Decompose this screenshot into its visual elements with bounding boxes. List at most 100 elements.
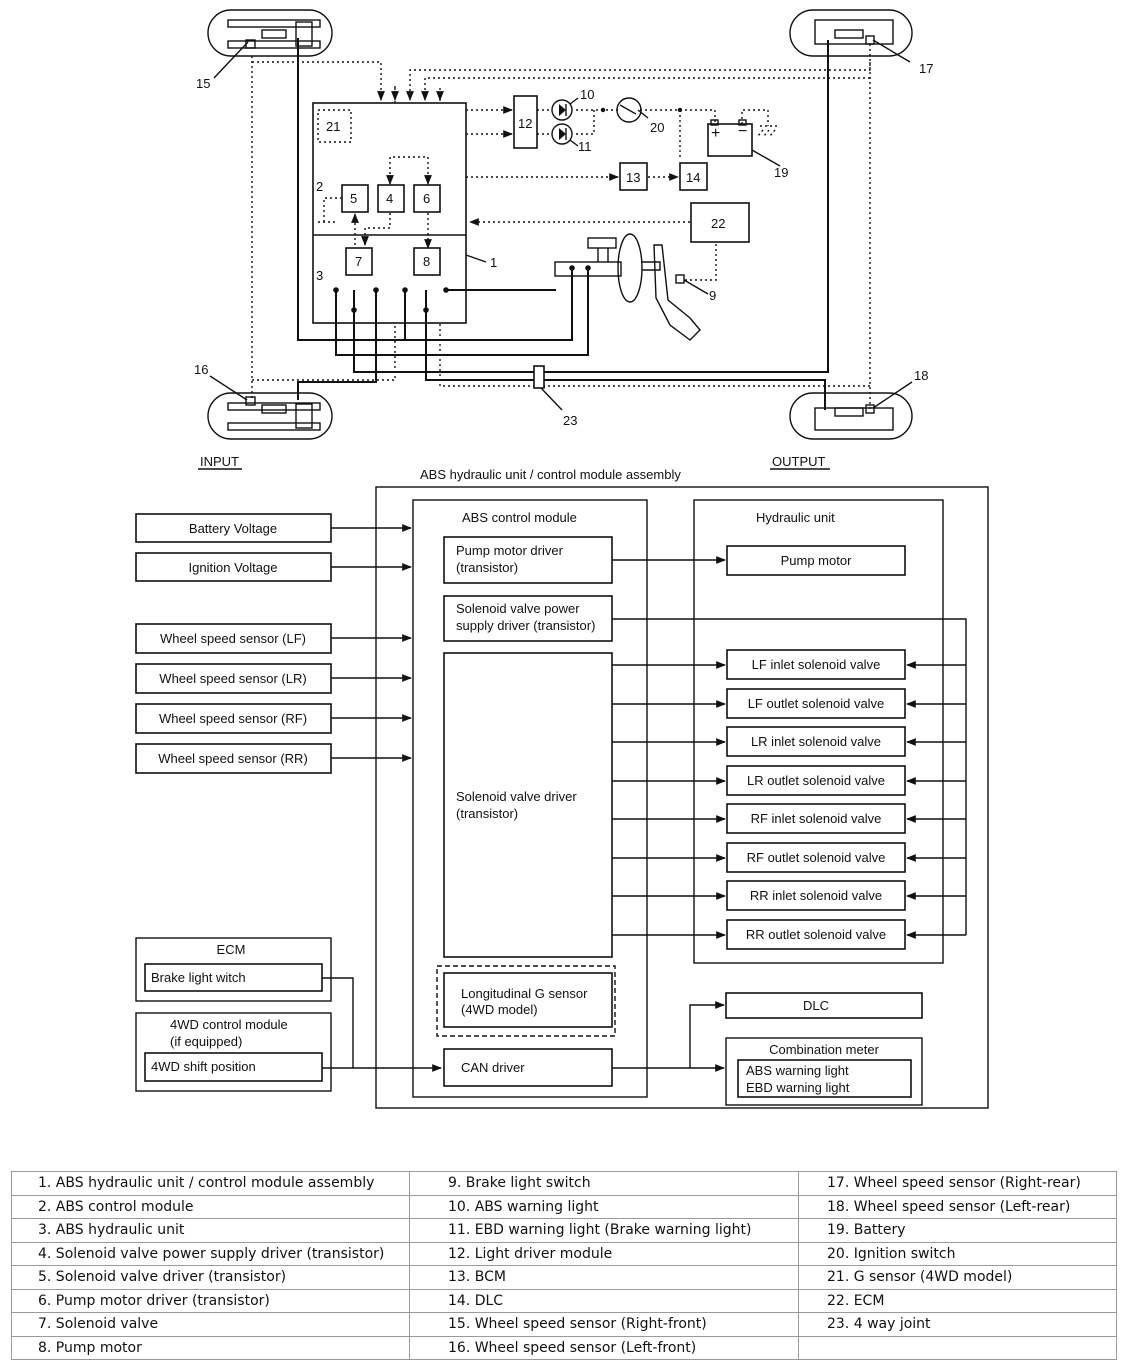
wss-lf-label: Wheel speed sensor (LF)	[160, 631, 306, 646]
block-diagram: INPUT OUTPUT ABS hydraulic unit / contro…	[135, 454, 989, 1109]
callout-22: 22	[711, 216, 725, 231]
valve-rr-inlet	[726, 880, 906, 911]
g-sensor-label-2: (4WD model)	[461, 1002, 538, 1017]
valve-lr-outlet-label: LR outlet solenoid valve	[747, 773, 885, 788]
callout-19: 19	[774, 165, 788, 180]
legend-item: 20. Ignition switch	[798, 1241, 1117, 1266]
callout-11: 11	[578, 139, 592, 154]
callout-14: 14	[686, 170, 700, 185]
callout-4: 4	[386, 191, 393, 206]
wheel-front-left	[207, 9, 333, 57]
legend-item: 9. Brake light switch	[409, 1171, 799, 1196]
abs-warning-light: ABS warning light	[746, 1063, 849, 1078]
sv-driver-label-1: Solenoid valve driver	[456, 789, 577, 804]
input-heading: INPUT	[200, 454, 239, 469]
vehicle-layout: + −	[194, 9, 933, 440]
legend-item: 11. EBD warning light (Brake warning lig…	[409, 1218, 799, 1243]
ignition-voltage-label: Ignition Voltage	[189, 560, 278, 575]
dlc-label: DLC	[803, 998, 829, 1013]
svg-text:−: −	[738, 123, 747, 140]
ignition-voltage-box	[135, 552, 332, 582]
callout-8: 8	[423, 254, 430, 269]
solenoid-valves: LF inlet solenoid valve LF outlet soleno…	[726, 649, 906, 950]
legend-item: 16. Wheel speed sensor (Left-front)	[409, 1335, 799, 1360]
valve-lr-inlet	[726, 726, 906, 757]
legend-item: 15. Wheel speed sensor (Right-front)	[409, 1312, 799, 1337]
pump-motor-label: Pump motor	[781, 553, 852, 568]
wheel-front-right	[789, 9, 913, 57]
legend-item: 3. ABS hydraulic unit	[11, 1218, 410, 1243]
valve-rf-outlet	[726, 842, 906, 873]
fourwd-title-1: 4WD control module	[170, 1017, 288, 1032]
legend-item: 21. G sensor (4WD model)	[798, 1265, 1117, 1290]
valve-lf-inlet-label: LF inlet solenoid valve	[752, 657, 881, 672]
output-heading: OUTPUT	[772, 454, 826, 469]
wheel-rear-left	[207, 392, 333, 440]
callout-20: 20	[650, 120, 664, 135]
g-sensor	[443, 972, 613, 1028]
legend-item	[798, 1335, 1117, 1360]
callout-13: 13	[626, 170, 640, 185]
battery-voltage-box	[135, 513, 332, 543]
wss-lr-box	[135, 663, 332, 694]
callout-17: 17	[919, 61, 933, 76]
sv-power-supply-driver	[443, 595, 613, 642]
ebd-warning-light: EBD warning light	[746, 1080, 850, 1095]
legend-item: 17. Wheel speed sensor (Right-rear)	[798, 1171, 1117, 1196]
legend-item: 19. Battery	[798, 1218, 1117, 1243]
sv-power-label-1: Solenoid valve power	[456, 601, 580, 616]
callout-9: 9	[709, 288, 716, 303]
wss-rf-box	[135, 703, 332, 734]
control-module-title: ABS control module	[462, 510, 577, 525]
pump-driver-label-1: Pump motor driver	[456, 543, 564, 558]
g-sensor-dashed	[436, 965, 616, 1037]
fourwd-module-box	[135, 1012, 332, 1092]
can-driver	[443, 1048, 613, 1087]
wss-rf-label: Wheel speed sensor (RF)	[159, 711, 307, 726]
dlc-box	[725, 992, 923, 1019]
legend-item: 7. Solenoid valve	[11, 1312, 410, 1337]
hydraulic-unit-title: Hydraulic unit	[756, 510, 835, 525]
valve-lr-outlet	[726, 765, 906, 796]
valve-lf-outlet-label: LF outlet solenoid valve	[748, 696, 885, 711]
valve-rr-outlet-label: RR outlet solenoid valve	[746, 927, 886, 942]
legend-item: 10. ABS warning light	[409, 1194, 799, 1219]
valve-rr-outlet	[726, 919, 906, 950]
sv-power-label-2: supply driver (transistor)	[456, 618, 595, 633]
combination-meter-title: Combination meter	[769, 1042, 879, 1057]
callout-12: 12	[518, 116, 532, 131]
pump-driver-label-2: (transistor)	[456, 560, 518, 575]
callout-6: 6	[423, 191, 430, 206]
battery-voltage-label: Battery Voltage	[189, 521, 277, 536]
fourwd-title-2: (if equipped)	[170, 1034, 242, 1049]
valve-lr-inlet-label: LR inlet solenoid valve	[751, 734, 881, 749]
sv-driver-label-2: (transistor)	[456, 806, 518, 821]
callout-2: 2	[316, 179, 323, 194]
callout-1: 1	[490, 255, 497, 270]
valve-lf-inlet	[726, 649, 906, 680]
valve-rf-inlet-label: RF inlet solenoid valve	[751, 811, 882, 826]
legend-row: 1. ABS hydraulic unit / control module a…	[11, 1171, 1117, 1196]
fourwd-item: 4WD shift position	[151, 1059, 256, 1074]
callout-3: 3	[316, 268, 323, 283]
callout-10: 10	[580, 87, 594, 102]
legend-row: 4. Solenoid valve power supply driver (t…	[11, 1241, 1117, 1266]
legend-row: 6. Pump motor driver (transistor)14. DLC…	[11, 1288, 1117, 1313]
wheel-rear-right	[789, 392, 913, 440]
legend-row: 5. Solenoid valve driver (transistor)13.…	[11, 1265, 1117, 1290]
callout-7: 7	[355, 254, 362, 269]
valve-rr-inlet-label: RR inlet solenoid valve	[750, 888, 882, 903]
svg-text:+: +	[711, 125, 720, 142]
combination-meter-box	[725, 1037, 923, 1106]
can-driver-label: CAN driver	[461, 1060, 525, 1075]
legend-item: 2. ABS control module	[11, 1194, 410, 1219]
legend-table: 1. ABS hydraulic unit / control module a…	[11, 1171, 1117, 1360]
ecm-title: ECM	[217, 942, 246, 957]
wss-lr-label: Wheel speed sensor (LR)	[159, 671, 306, 686]
callout-23: 23	[563, 413, 577, 428]
ecm-box	[135, 937, 332, 1002]
legend-item: 14. DLC	[409, 1288, 799, 1313]
legend-item: 6. Pump motor driver (transistor)	[11, 1288, 410, 1313]
